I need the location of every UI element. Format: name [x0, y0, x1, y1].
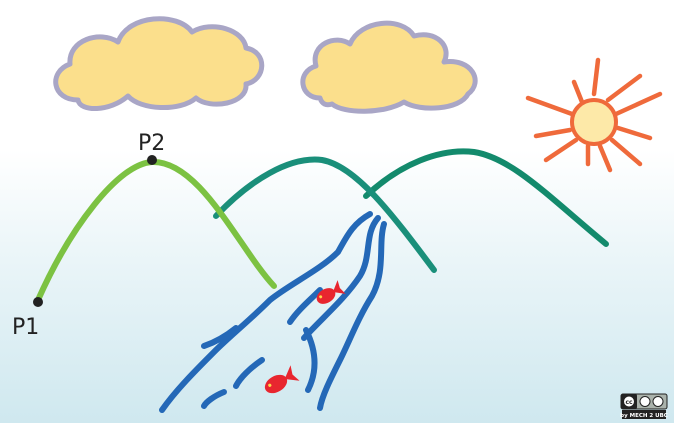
- label-p2: P2: [138, 131, 165, 156]
- cloud-right-icon: [300, 20, 478, 114]
- fish-upper-icon: [316, 280, 346, 304]
- river-icon: [159, 211, 387, 413]
- hill-right: [363, 148, 609, 247]
- label-p1: P1: [12, 315, 39, 340]
- creative-commons-badge-icon: cc by MECH 2 UBC: [620, 393, 668, 419]
- point-p1-marker: [33, 297, 43, 307]
- point-p2-marker: [147, 155, 157, 165]
- hill-middle: [213, 156, 437, 273]
- cc-badge-text: cc: [625, 399, 633, 406]
- hill-left-curve: [35, 158, 277, 303]
- fish-lower-icon: [264, 365, 300, 394]
- license-credit: by MECH 2 UBC: [620, 413, 668, 419]
- sun-icon: [525, 57, 663, 173]
- cloud-left-icon: [53, 16, 265, 112]
